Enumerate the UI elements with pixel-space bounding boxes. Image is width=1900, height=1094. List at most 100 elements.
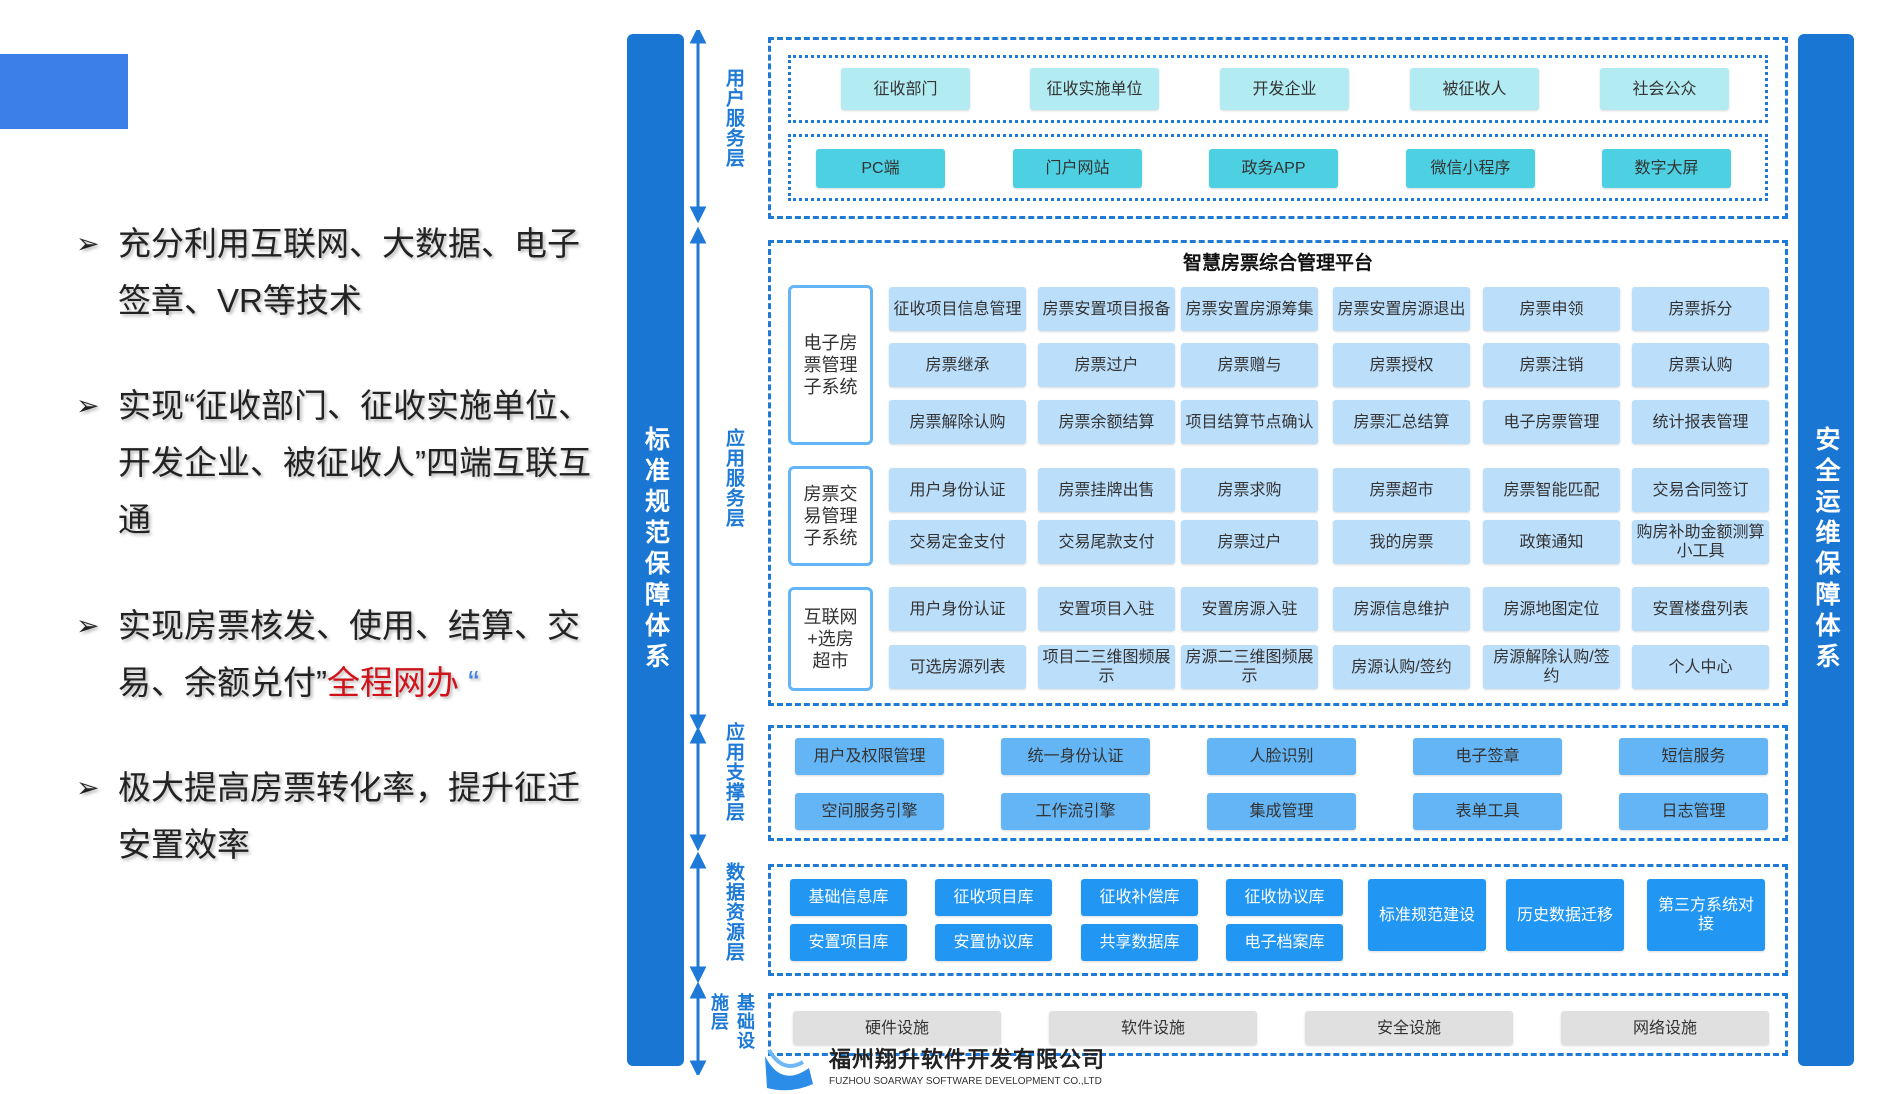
module-chip[interactable]: 房源信息维护 [1333, 587, 1470, 631]
module-chip[interactable]: 安置楼盘列表 [1632, 587, 1769, 631]
module-chip[interactable]: 购房补助金额测算小工具 [1632, 520, 1769, 564]
channel-chip[interactable]: 门户网站 [1013, 149, 1142, 188]
module-chip[interactable]: 房票汇总结算 [1333, 400, 1470, 444]
database-chip[interactable]: 征收补偿库 [1081, 879, 1198, 916]
subsystem-label[interactable]: 房票交易管理子系统 [788, 466, 873, 566]
support-chip[interactable]: 空间服务引擎 [795, 793, 944, 830]
channel-chip[interactable]: 数字大屏 [1602, 149, 1731, 188]
bullet-text: 实现“征收部门、征收实施单位、开发企业、被征收人”四端互联互通 [118, 387, 591, 538]
app-layer-frame [768, 240, 1788, 706]
module-chip[interactable]: 征收项目信息管理 [889, 287, 1026, 331]
layer-arrows [689, 30, 707, 1075]
module-chip[interactable]: 房票超市 [1333, 468, 1470, 512]
support-chip[interactable]: 人脸识别 [1207, 738, 1356, 775]
support-chip[interactable]: 集成管理 [1207, 793, 1356, 830]
module-chip[interactable]: 房票赠与 [1181, 343, 1318, 387]
module-chip[interactable]: 房票授权 [1333, 343, 1470, 387]
module-chip[interactable]: 统计报表管理 [1632, 400, 1769, 444]
module-chip[interactable]: 房票智能匹配 [1483, 468, 1620, 512]
module-chip[interactable]: 房票安置房源退出 [1333, 287, 1470, 331]
channel-chip[interactable]: PC端 [816, 149, 945, 188]
module-chip[interactable]: 可选房源列表 [889, 645, 1026, 689]
database-chip[interactable]: 安置协议库 [935, 924, 1052, 961]
role-chip[interactable]: 社会公众 [1600, 68, 1729, 110]
module-chip[interactable]: 房票求购 [1181, 468, 1318, 512]
database-chip[interactable]: 电子档案库 [1226, 924, 1343, 961]
data-layer-frame [768, 864, 1788, 976]
database-chip[interactable]: 共享数据库 [1081, 924, 1198, 961]
module-chip[interactable]: 电子房票管理 [1483, 400, 1620, 444]
module-chip[interactable]: 房票认购 [1632, 343, 1769, 387]
user-layer-frame [768, 37, 1788, 219]
database-chip[interactable]: 安置项目库 [790, 924, 907, 961]
module-chip[interactable]: 房票拆分 [1632, 287, 1769, 331]
infra-chip[interactable]: 安全设施 [1305, 1011, 1513, 1045]
role-chip[interactable]: 被征收人 [1410, 68, 1539, 110]
module-chip[interactable]: 用户身份认证 [889, 587, 1026, 631]
module-chip[interactable]: 交易尾款支付 [1038, 520, 1175, 564]
infra-chip[interactable]: 硬件设施 [793, 1011, 1001, 1045]
bullet-text: 极大提高房票转化率，提升征迁安置效率 [118, 769, 580, 863]
left-standards-bar: 标准规范保障体系 [627, 34, 684, 1066]
support-chip[interactable]: 统一身份认证 [1001, 738, 1150, 775]
database-chip[interactable]: 征收协议库 [1226, 879, 1343, 916]
role-chip[interactable]: 开发企业 [1220, 68, 1349, 110]
module-chip[interactable]: 交易定金支付 [889, 520, 1026, 564]
support-chip[interactable]: 日志管理 [1619, 793, 1768, 830]
highlight-text: 全程网办 [327, 664, 459, 701]
channel-chip[interactable]: 政务APP [1209, 149, 1338, 188]
channel-chip[interactable]: 微信小程序 [1406, 149, 1535, 188]
module-chip[interactable]: 房票注销 [1483, 343, 1620, 387]
corner-accent-block [0, 54, 128, 129]
module-chip[interactable]: 房票挂牌出售 [1038, 468, 1175, 512]
bullet-2: ➢实现“征收部门、征收实施单位、开发企业、被征收人”四端互联互通 [76, 377, 596, 548]
support-chip[interactable]: 电子签章 [1413, 738, 1562, 775]
bullet-text: 实现房票核发、使用、结算、交易、余额兑付”全程网办 “ [118, 597, 596, 711]
module-chip[interactable]: 房票过户 [1181, 520, 1318, 564]
support-chip[interactable]: 用户及权限管理 [795, 738, 944, 775]
arrow-bullet-icon: ➢ [76, 228, 100, 259]
arrow-bullet-icon: ➢ [76, 772, 100, 803]
module-chip[interactable]: 房票余额结算 [1038, 400, 1175, 444]
module-chip[interactable]: 我的房票 [1333, 520, 1470, 564]
module-chip[interactable]: 房源二三维图频展示 [1181, 645, 1318, 689]
database-chip[interactable]: 基础信息库 [790, 879, 907, 916]
bullet-4: ➢ 极大提高房票转化率，提升征迁安置效率 [76, 759, 596, 873]
subsystem-label[interactable]: 互联网+选房超市 [788, 587, 873, 691]
module-chip[interactable]: 用户身份认证 [889, 468, 1026, 512]
layer-label-data: 数据资源层 [723, 862, 744, 962]
support-chip[interactable]: 工作流引擎 [1001, 793, 1150, 830]
bullet-text-part: 实现房票核发、使用、结算、交易、余额兑付” [118, 607, 580, 701]
module-chip[interactable]: 个人中心 [1632, 645, 1769, 689]
module-chip[interactable]: 项目二三维图频展示 [1038, 645, 1175, 689]
module-chip[interactable]: 房源解除认购/签约 [1483, 645, 1620, 689]
module-chip[interactable]: 房源认购/签约 [1333, 645, 1470, 689]
module-chip[interactable]: 交易合同签订 [1632, 468, 1769, 512]
roles-group [788, 55, 1768, 123]
role-chip[interactable]: 征收实施单位 [1030, 68, 1159, 110]
module-chip[interactable]: 房票安置房源筹集 [1181, 287, 1318, 331]
layer-label-infra: 基础设施层 [709, 993, 755, 1050]
support-chip[interactable]: 短信服务 [1619, 738, 1768, 775]
layer-label-app: 应用服务层 [723, 428, 744, 528]
data-task-chip[interactable]: 标准规范建设 [1368, 879, 1486, 951]
support-chip[interactable]: 表单工具 [1413, 793, 1562, 830]
module-chip[interactable]: 安置项目入驻 [1038, 587, 1175, 631]
module-chip[interactable]: 房票解除认购 [889, 400, 1026, 444]
module-chip[interactable]: 项目结算节点确认 [1181, 400, 1318, 444]
role-chip[interactable]: 征收部门 [841, 68, 970, 110]
database-chip[interactable]: 征收项目库 [935, 879, 1052, 916]
module-chip[interactable]: 房票过户 [1038, 343, 1175, 387]
subsystem-label[interactable]: 电子房票管理子系统 [788, 285, 873, 445]
data-task-chip[interactable]: 历史数据迁移 [1506, 879, 1624, 951]
module-chip[interactable]: 政策通知 [1483, 520, 1620, 564]
bullet-1: ➢充分利用互联网、大数据、电子签章、VR等技术 [76, 215, 596, 329]
infra-chip[interactable]: 软件设施 [1049, 1011, 1257, 1045]
module-chip[interactable]: 房票继承 [889, 343, 1026, 387]
module-chip[interactable]: 安置房源入驻 [1181, 587, 1318, 631]
module-chip[interactable]: 房票申领 [1483, 287, 1620, 331]
module-chip[interactable]: 房源地图定位 [1483, 587, 1620, 631]
module-chip[interactable]: 房票安置项目报备 [1038, 287, 1175, 331]
data-task-chip[interactable]: 第三方系统对接 [1647, 879, 1765, 951]
infra-chip[interactable]: 网络设施 [1561, 1011, 1769, 1045]
